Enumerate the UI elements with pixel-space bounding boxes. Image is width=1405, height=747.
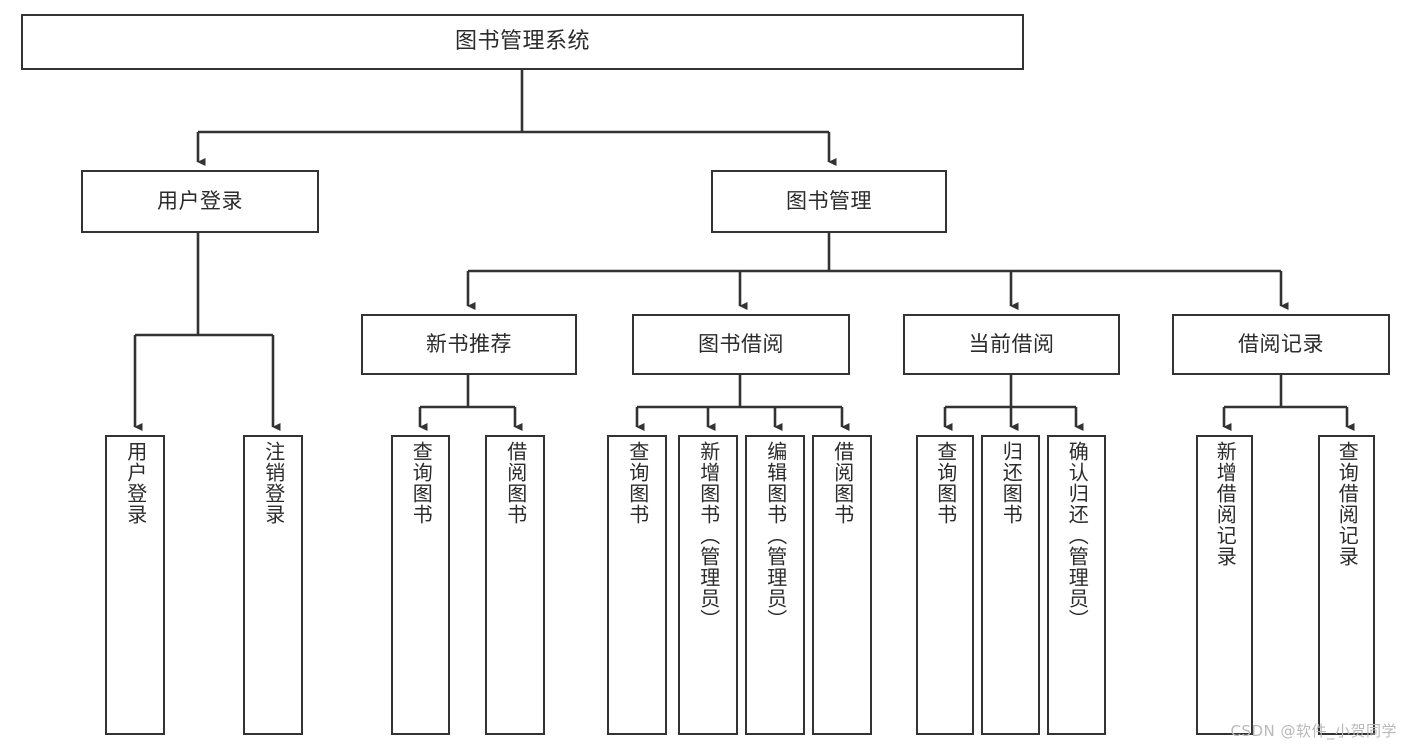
- node-root[interactable]: 图书管理系统: [21, 14, 1024, 70]
- node-borrow-records[interactable]: 借阅记录: [1172, 314, 1390, 375]
- node-new-book-recommend[interactable]: 新书推荐: [361, 314, 577, 375]
- node-root-label: 图书管理系统: [454, 29, 590, 54]
- node-leaf-edit-book-label: 编辑图书（管理员）: [763, 441, 788, 630]
- node-leaf-return-book-label: 归还图书: [999, 441, 1024, 525]
- node-user-login-label: 用户登录: [157, 189, 243, 213]
- node-leaf-add-book-label: 新增图书（管理员）: [696, 441, 721, 630]
- node-leaf-confirm-return[interactable]: 确认归还（管理员）: [1047, 435, 1106, 735]
- node-leaf-query-record[interactable]: 查询借阅记录: [1318, 435, 1375, 735]
- node-book-borrow[interactable]: 图书借阅: [632, 314, 850, 375]
- node-leaf-query-record-label: 查询借阅记录: [1335, 441, 1360, 567]
- connector-root-to-level2: [196, 70, 837, 167]
- node-leaf-user-login-label: 用户登录: [123, 441, 148, 525]
- node-leaf-borrow-book-1-label: 借阅图书: [503, 441, 528, 525]
- node-leaf-query-book-1-label: 查询图书: [409, 441, 434, 525]
- connector-new-book-recommend-to-leaves: [418, 375, 523, 432]
- node-leaf-add-record[interactable]: 新增借阅记录: [1196, 435, 1253, 735]
- node-book-management-label: 图书管理: [786, 189, 872, 213]
- node-leaf-user-login[interactable]: 用户登录: [105, 435, 165, 735]
- node-leaf-add-record-label: 新增借阅记录: [1213, 441, 1238, 567]
- node-new-book-recommend-label: 新书推荐: [426, 332, 512, 356]
- node-leaf-query-book-2-label: 查询图书: [625, 441, 650, 525]
- node-leaf-confirm-return-label: 确认归还（管理员）: [1065, 441, 1090, 630]
- node-current-borrow-label: 当前借阅: [968, 332, 1055, 356]
- node-borrow-records-label: 借阅记录: [1238, 332, 1324, 356]
- node-leaf-borrow-book-1[interactable]: 借阅图书: [485, 435, 545, 735]
- node-leaf-return-book[interactable]: 归还图书: [981, 435, 1040, 735]
- connector-current-borrow-to-leaves: [943, 375, 1084, 432]
- node-leaf-logout-label: 注销登录: [261, 441, 286, 525]
- node-leaf-query-book-1[interactable]: 查询图书: [391, 435, 450, 735]
- connector-book-borrow-to-leaves: [635, 375, 850, 432]
- node-leaf-borrow-book-2-label: 借阅图书: [830, 441, 855, 525]
- node-leaf-borrow-book-2[interactable]: 借阅图书: [812, 435, 872, 735]
- connector-user-login-to-leaves: [133, 233, 281, 432]
- node-leaf-logout[interactable]: 注销登录: [243, 435, 303, 735]
- node-user-login[interactable]: 用户登录: [81, 170, 319, 233]
- connector-book-management-to-level3: [466, 233, 1289, 311]
- node-book-management[interactable]: 图书管理: [711, 170, 947, 233]
- node-current-borrow[interactable]: 当前借阅: [903, 314, 1120, 375]
- node-leaf-query-book-2[interactable]: 查询图书: [607, 435, 667, 735]
- node-leaf-edit-book[interactable]: 编辑图书（管理员）: [745, 435, 805, 735]
- node-book-borrow-label: 图书借阅: [698, 332, 784, 356]
- node-leaf-query-book-3[interactable]: 查询图书: [916, 435, 974, 735]
- node-leaf-query-book-3-label: 查询图书: [933, 441, 958, 525]
- connector-borrow-records-to-leaves: [1222, 375, 1355, 432]
- node-leaf-add-book[interactable]: 新增图书（管理员）: [678, 435, 738, 735]
